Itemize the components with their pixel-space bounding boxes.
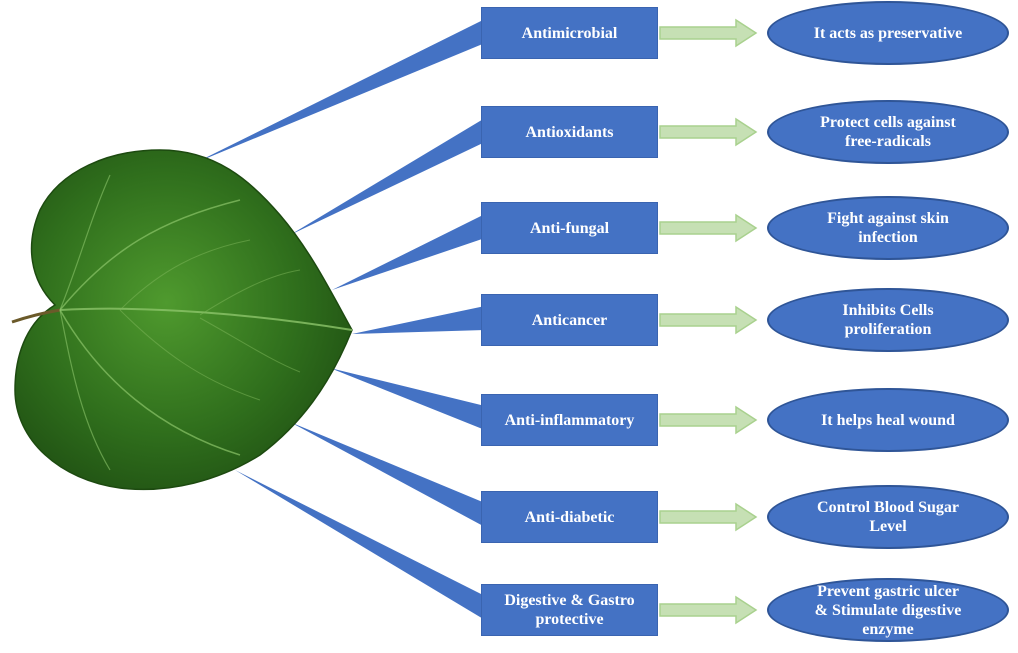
effect-oval: It acts as preservative [767,1,1009,65]
connector-line [290,118,485,235]
arrow-right-icon [659,502,758,532]
connector-line [235,470,485,620]
connector-line [332,214,485,290]
connector-line [352,306,485,334]
arrow-right-icon [659,117,758,147]
effect-label: It helps heal wound [821,411,955,429]
property-box: Anti-diabetic [481,491,658,543]
effect-oval: Protect cells against free-radicals [767,100,1009,164]
property-box: Digestive & Gastro protective [481,584,658,636]
property-label: Antioxidants [525,123,614,141]
property-box: Anti-inflammatory [481,394,658,446]
effect-oval: It helps heal wound [767,388,1009,452]
property-label: Anti-diabetic [524,508,615,526]
connector-line [330,368,485,430]
effect-label: Prevent gastric ulcer & Stimulate digest… [814,582,962,638]
effect-label: It acts as preservative [813,24,963,42]
arrow-right-icon [659,405,758,435]
connector-line [195,19,485,163]
effect-label: Control Blood Sugar Level [817,499,959,535]
effect-label: Fight against skin infection [827,210,949,246]
betel-leaf-icon [11,149,353,491]
property-label: Anti-inflammatory [504,411,635,429]
arrow-right-icon [659,595,758,625]
arrow-right-icon [659,305,758,335]
effect-label: Inhibits Cells proliferation [842,302,934,338]
arrow-right-icon [659,213,758,243]
property-box: Anticancer [481,294,658,346]
arrow-right-icon [659,18,758,48]
property-label: Anticancer [531,311,608,329]
effect-oval: Prevent gastric ulcer & Stimulate digest… [767,578,1009,642]
property-box: Anti-fungal [481,202,658,254]
connector-line [290,422,485,527]
property-label: Digestive & Gastro protective [504,592,635,628]
property-label: Antimicrobial [521,24,618,42]
effect-oval: Control Blood Sugar Level [767,485,1009,549]
effect-oval: Inhibits Cells proliferation [767,288,1009,352]
effect-label: Protect cells against free-radicals [820,114,956,150]
property-box: Antimicrobial [481,7,658,59]
property-box: Antioxidants [481,106,658,158]
effect-oval: Fight against skin infection [767,196,1009,260]
property-label: Anti-fungal [529,219,610,237]
